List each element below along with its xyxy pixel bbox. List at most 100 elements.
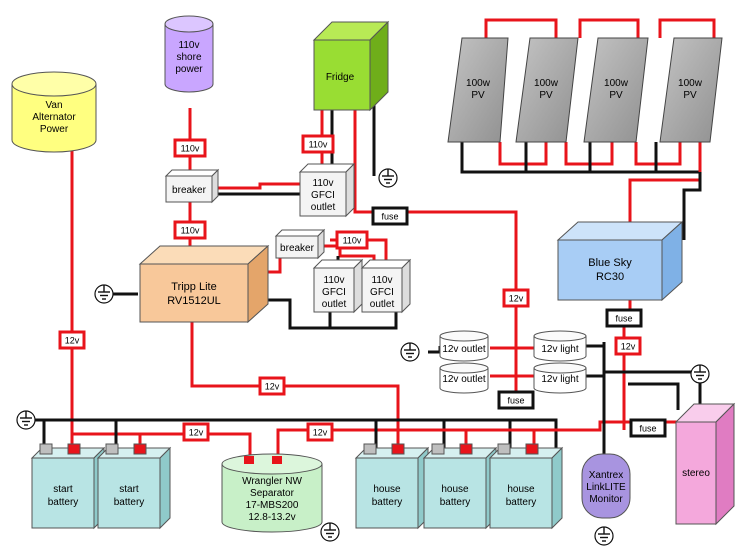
svg-text:PV: PV bbox=[609, 90, 623, 101]
svg-text:100w: 100w bbox=[466, 78, 491, 89]
12v-outlet-1: 12v outlet bbox=[439, 330, 489, 362]
pv-panels: 100w PV 100w PV 100w PV 100w PV bbox=[447, 37, 723, 143]
alternator-label-2: Alternator bbox=[32, 112, 76, 123]
shore-label-2: shore bbox=[176, 52, 201, 63]
svg-text:12v: 12v bbox=[265, 382, 280, 392]
ground-icon bbox=[16, 410, 36, 430]
svg-text:100w: 100w bbox=[678, 78, 703, 89]
svg-text:12v outlet: 12v outlet bbox=[442, 374, 486, 385]
12v-light-1: 12v light bbox=[533, 330, 587, 362]
svg-text:100w: 100w bbox=[534, 78, 559, 89]
battery-label: house bbox=[373, 484, 401, 495]
battery-label: start bbox=[53, 484, 73, 495]
tripp-lite-inverter: Tripp Lite RV1512UL bbox=[138, 244, 270, 324]
pv-panel: 100w PV bbox=[659, 37, 723, 143]
negative-terminal bbox=[363, 443, 377, 455]
svg-text:PV: PV bbox=[683, 90, 697, 101]
svg-text:12v: 12v bbox=[621, 342, 636, 352]
alternator-label-1: Van bbox=[45, 100, 62, 111]
svg-text:12v: 12v bbox=[65, 336, 80, 346]
fuse-tag: fuse bbox=[497, 390, 535, 410]
xantrex-monitor: Xantrex LinkLITE Monitor bbox=[581, 453, 631, 519]
shore-power: 110v shore power bbox=[164, 15, 214, 93]
ground-icon bbox=[94, 284, 114, 304]
svg-text:12.8-13.2v: 12.8-13.2v bbox=[248, 512, 295, 523]
voltage-tag: 12v bbox=[306, 422, 334, 442]
battery-label: battery bbox=[114, 497, 145, 508]
voltage-tag: 12v bbox=[258, 376, 286, 396]
battery-label: battery bbox=[372, 497, 403, 508]
svg-text:PV: PV bbox=[471, 90, 485, 101]
svg-text:12v: 12v bbox=[189, 428, 204, 438]
svg-text:fuse: fuse bbox=[381, 212, 398, 222]
pv-wiring bbox=[460, 18, 716, 240]
alternator-label-3: Power bbox=[40, 124, 69, 135]
voltage-tag: 12v bbox=[502, 288, 530, 308]
svg-text:outlet: outlet bbox=[370, 299, 395, 310]
svg-text:LinkLITE: LinkLITE bbox=[586, 482, 626, 493]
battery-label: battery bbox=[506, 497, 537, 508]
house-battery: house battery bbox=[422, 443, 498, 530]
svg-text:PV: PV bbox=[539, 90, 553, 101]
12v-outlet-2: 12v outlet bbox=[439, 362, 489, 394]
positive-terminal bbox=[525, 443, 539, 455]
positive-terminal bbox=[67, 443, 81, 455]
voltage-tag: 12v bbox=[58, 330, 86, 350]
gfci-outlet-1: 110v GFCI outlet bbox=[298, 162, 356, 218]
svg-text:110v: 110v bbox=[181, 144, 200, 154]
bluesky-label-2: RC30 bbox=[596, 271, 624, 283]
battery-label: house bbox=[441, 484, 469, 495]
battery-label: battery bbox=[440, 497, 471, 508]
ground-symbols bbox=[16, 168, 710, 546]
ground-icon bbox=[378, 168, 398, 188]
stereo: stereo bbox=[674, 402, 736, 526]
voltage-tag: 110v bbox=[301, 134, 335, 154]
fuse-tag: fuse bbox=[371, 206, 409, 226]
tripp-label-1: Tripp Lite bbox=[171, 281, 216, 293]
svg-text:12v light: 12v light bbox=[541, 344, 578, 355]
positive-terminal bbox=[459, 443, 473, 455]
fridge-label: Fridge bbox=[326, 72, 355, 83]
voltage-tag: 110v bbox=[335, 230, 369, 250]
breaker-main: breaker bbox=[164, 168, 220, 204]
fridge: Fridge bbox=[312, 20, 390, 112]
svg-text:Xantrex: Xantrex bbox=[589, 470, 623, 481]
svg-text:110v: 110v bbox=[372, 275, 393, 286]
negative-terminal bbox=[497, 443, 511, 455]
svg-text:breaker: breaker bbox=[280, 243, 315, 254]
fuse-tag: fuse bbox=[629, 418, 667, 438]
voltage-tags: 110v 110v 110v 110v 12v 12v 12v 12v 12v 12v fuse fu… bbox=[58, 134, 667, 442]
negative-terminal bbox=[431, 443, 445, 455]
svg-text:outlet: outlet bbox=[311, 202, 336, 213]
svg-text:fuse: fuse bbox=[639, 424, 656, 434]
svg-text:Wrangler NW: Wrangler NW bbox=[242, 476, 302, 487]
12v-light-2: 12v light bbox=[533, 362, 587, 394]
svg-text:Separator: Separator bbox=[250, 488, 295, 499]
ground-icon bbox=[320, 522, 340, 542]
batteries: startbatterystartbatteryhousebatteryhous… bbox=[30, 443, 564, 530]
shore-label-1: 110v bbox=[179, 40, 200, 51]
alternator-power: Van Alternator Power bbox=[11, 71, 97, 153]
svg-text:Monitor: Monitor bbox=[589, 494, 623, 505]
ground-icon bbox=[690, 364, 710, 384]
svg-text:110v: 110v bbox=[324, 275, 345, 286]
tripp-label-2: RV1512UL bbox=[167, 295, 221, 307]
pv-panel: 100w PV bbox=[515, 37, 579, 143]
negative-terminal bbox=[39, 443, 53, 455]
svg-text:outlet: outlet bbox=[322, 299, 347, 310]
negative-terminal bbox=[105, 443, 119, 455]
svg-text:GFCI: GFCI bbox=[322, 287, 346, 298]
voltage-tag: 12v bbox=[614, 336, 642, 356]
house-battery: house battery bbox=[354, 443, 430, 530]
blue-sky-controller: Blue Sky RC30 bbox=[556, 220, 684, 302]
stereo-label: stereo bbox=[682, 468, 710, 479]
gfci-outlet-3: 110v GFCI outlet bbox=[360, 258, 412, 314]
svg-text:110v: 110v bbox=[309, 140, 328, 150]
svg-text:12v: 12v bbox=[313, 428, 328, 438]
svg-text:GFCI: GFCI bbox=[370, 287, 394, 298]
svg-text:12v light: 12v light bbox=[541, 374, 578, 385]
svg-text:110v: 110v bbox=[343, 236, 362, 246]
